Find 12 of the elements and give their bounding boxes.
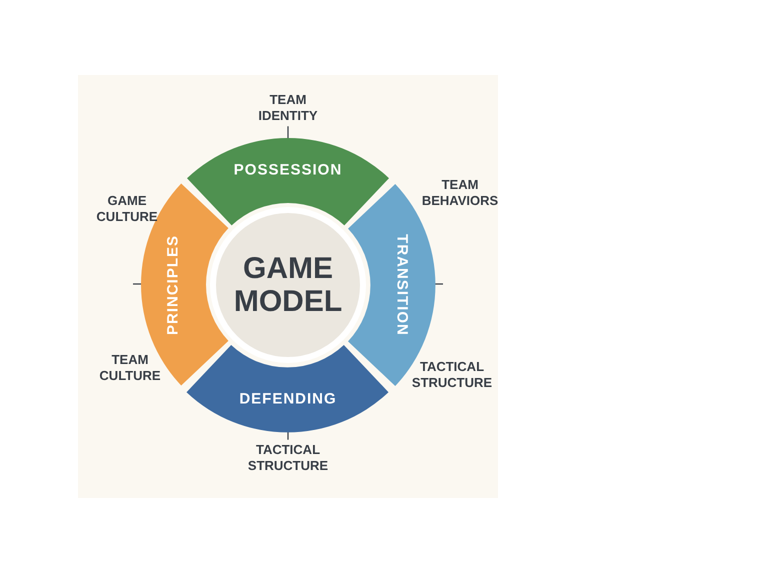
outer-label: GAME CULTURE [95,192,159,226]
outer-label: TACTICAL STRUCTURE [410,358,494,392]
outer-label: TEAM CULTURE [98,352,162,384]
segment-label: TRANSITION [394,234,411,336]
leader-line [287,126,289,138]
segment-label: PRINCIPLES [164,234,182,335]
center-title: GAME MODEL [233,252,343,318]
outer-label: TACTICAL STRUCTURE [238,442,338,474]
outer-label: TEAM BEHAVIORS [420,176,500,210]
outer-label: TEAM IDENTITY [243,92,333,124]
segment-label: POSSESSION [234,162,342,179]
segment-label: DEFENDING [239,390,337,408]
